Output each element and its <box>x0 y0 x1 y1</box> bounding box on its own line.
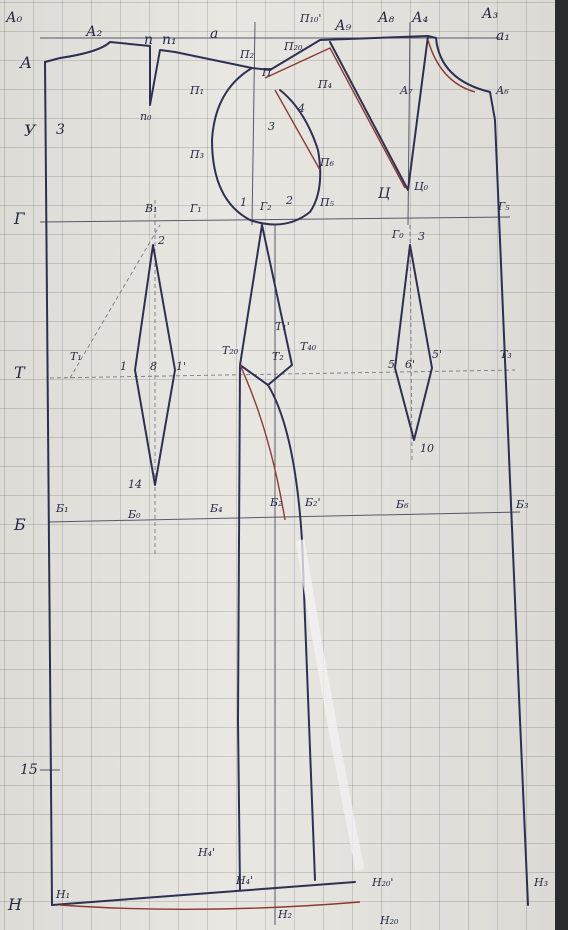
label-b0: Б₀ <box>127 508 141 521</box>
label-h: Н <box>7 895 23 914</box>
side-dart-upper <box>239 224 293 386</box>
label-t-6: 6' <box>405 358 415 371</box>
label-g2: Г₂ <box>259 200 272 213</box>
label-g1: Г₁ <box>189 202 202 215</box>
label-a8: А₈ <box>377 10 395 26</box>
back-center-line <box>44 61 53 906</box>
correction-mark <box>295 539 365 871</box>
label-b2p: Б₂' <box>304 496 321 509</box>
label-a4: А₄ <box>411 10 429 26</box>
label-h3: Н₃ <box>533 876 548 889</box>
pattern-top-outline <box>44 35 529 906</box>
label-n1: п₁ <box>162 32 177 48</box>
label-n: п <box>144 32 153 48</box>
label-b3: Б₃ <box>515 498 529 511</box>
side-seam-back <box>237 364 241 891</box>
front-waist-dart <box>394 244 433 441</box>
line-pencil-diag <box>69 224 161 379</box>
armhole-curve <box>211 67 322 226</box>
red-transfer-line <box>264 47 406 189</box>
red-armhole-guide <box>274 89 321 171</box>
label-p4: П₄ <box>317 78 332 91</box>
label-p5: П₅ <box>319 196 335 209</box>
right-dark-edge <box>555 0 568 930</box>
label-t1p: Т₁' <box>275 320 290 333</box>
label-a0: А₀ <box>5 10 23 26</box>
label-b4: Б₄ <box>209 502 223 515</box>
label-t40: Т₄₀ <box>300 340 317 353</box>
back-waist-dart <box>134 244 176 486</box>
label-a6: А₆ <box>495 84 509 97</box>
label-t1: Т₁ <box>70 350 82 363</box>
label-t2: Т₂ <box>272 350 284 363</box>
label-t-8: 8 <box>150 360 157 373</box>
side-seam-front <box>267 384 316 881</box>
red-hem-line <box>59 901 361 911</box>
label-y3: 3 <box>56 122 65 138</box>
line-a8 <box>407 21 411 226</box>
label-a: а <box>210 26 218 42</box>
label-g0: Г₀ <box>391 228 404 241</box>
label-15: 15 <box>20 762 38 778</box>
label-b1: В₁ <box>144 202 158 215</box>
label-t-14: 14 <box>128 478 142 491</box>
bust-dart <box>329 35 429 191</box>
label-p1: П₁ <box>189 84 204 97</box>
label-pt1: 1 <box>240 196 247 209</box>
red-side-line <box>239 364 286 521</box>
label-a3: А₃ <box>481 6 499 22</box>
label-a1: а₁ <box>496 28 510 44</box>
label-g0-3: 3 <box>418 230 425 243</box>
red-neck-line <box>427 39 476 93</box>
label-v2: 2 <box>157 234 165 247</box>
label-t-10: 10 <box>420 442 434 455</box>
label-t20: Т₂₀ <box>222 344 239 357</box>
label-p3: П₃ <box>189 148 204 161</box>
label-p20: П₂₀ <box>283 40 303 53</box>
label-h2: Н₂ <box>277 908 292 921</box>
label-p2: П₂ <box>239 48 254 61</box>
label-t-1: 1 <box>120 360 127 373</box>
label-b6: Б₆ <box>395 498 409 511</box>
label-num-3: 3 <box>268 120 275 133</box>
label-p10p: П₁₀' <box>299 12 321 25</box>
label-n0: п₀ <box>140 110 152 123</box>
label-t: Т <box>14 363 26 382</box>
label-b2: Б₂ <box>269 496 283 509</box>
hem-line-h1-h20 <box>51 881 356 906</box>
label-a7: А₇ <box>399 84 413 97</box>
label-pt2: 2 <box>285 194 293 207</box>
label-h4: Н₄' <box>235 874 253 887</box>
label-c: Ц <box>378 186 391 202</box>
label-b: Б <box>13 515 26 534</box>
label-p6: П₆ <box>319 156 335 169</box>
label-t-1p: 1' <box>176 360 186 373</box>
label-num-4: 4 <box>297 102 305 115</box>
label-pi: П <box>261 66 272 79</box>
label-a-main: А <box>19 53 32 72</box>
label-h20: Н₂₀ <box>379 914 399 927</box>
label-g: Г <box>13 209 26 228</box>
label-h20p: Н₂₀' <box>371 876 393 889</box>
label-a2: А₂ <box>85 24 103 40</box>
label-t-5p: 5' <box>432 348 442 361</box>
label-h4p-upper: Н₄' <box>197 846 215 859</box>
line-chest-g <box>39 216 511 223</box>
label-c0: Ц₀ <box>414 180 429 193</box>
label-a9: А₉ <box>334 18 352 34</box>
label-y: У <box>24 121 37 140</box>
label-t3: Т₃ <box>500 348 512 361</box>
label-h1: Н₁ <box>55 888 70 901</box>
label-g5: Г₅ <box>497 200 510 213</box>
line-armhole-p <box>251 21 256 226</box>
label-b1b: Б₁ <box>55 502 69 515</box>
label-t-5: 5 <box>388 358 395 371</box>
